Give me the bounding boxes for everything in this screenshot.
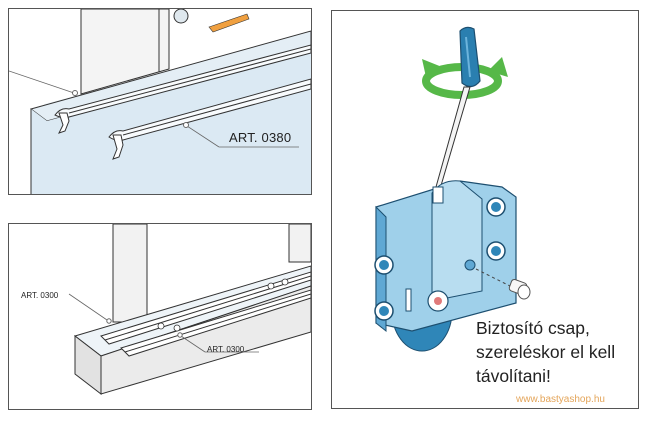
screwdriver-icon xyxy=(435,26,481,190)
panel-roller-unit: Biztosító csap, szereléskor el kell távo… xyxy=(331,10,639,409)
caption-line-2: szereléskor el kell xyxy=(476,342,616,362)
safety-pin-caption: Biztosító csap, szereléskor el kell távo… xyxy=(476,316,615,388)
safety-pin-icon xyxy=(508,278,531,300)
rail-floor-drawing xyxy=(68,224,311,396)
art-0300-label-right: ART. 0300 xyxy=(207,345,245,354)
art-0380-label: ART. 0380 xyxy=(229,130,292,145)
caption-line-3: távolítani! xyxy=(476,366,551,386)
rail-edge-drawing xyxy=(9,9,311,194)
roller-unit-drawing xyxy=(374,26,531,352)
watermark: www.bastyashop.hu xyxy=(516,394,605,405)
roller-plate xyxy=(374,180,517,333)
panel-rail-floor: ART. 0300 ART. 0300 xyxy=(8,223,312,410)
panel-rail-edge: ART. 0380 xyxy=(8,8,312,195)
art-0300-label-left: ART. 0300 xyxy=(21,291,59,300)
caption-line-1: Biztosító csap, xyxy=(476,318,590,338)
